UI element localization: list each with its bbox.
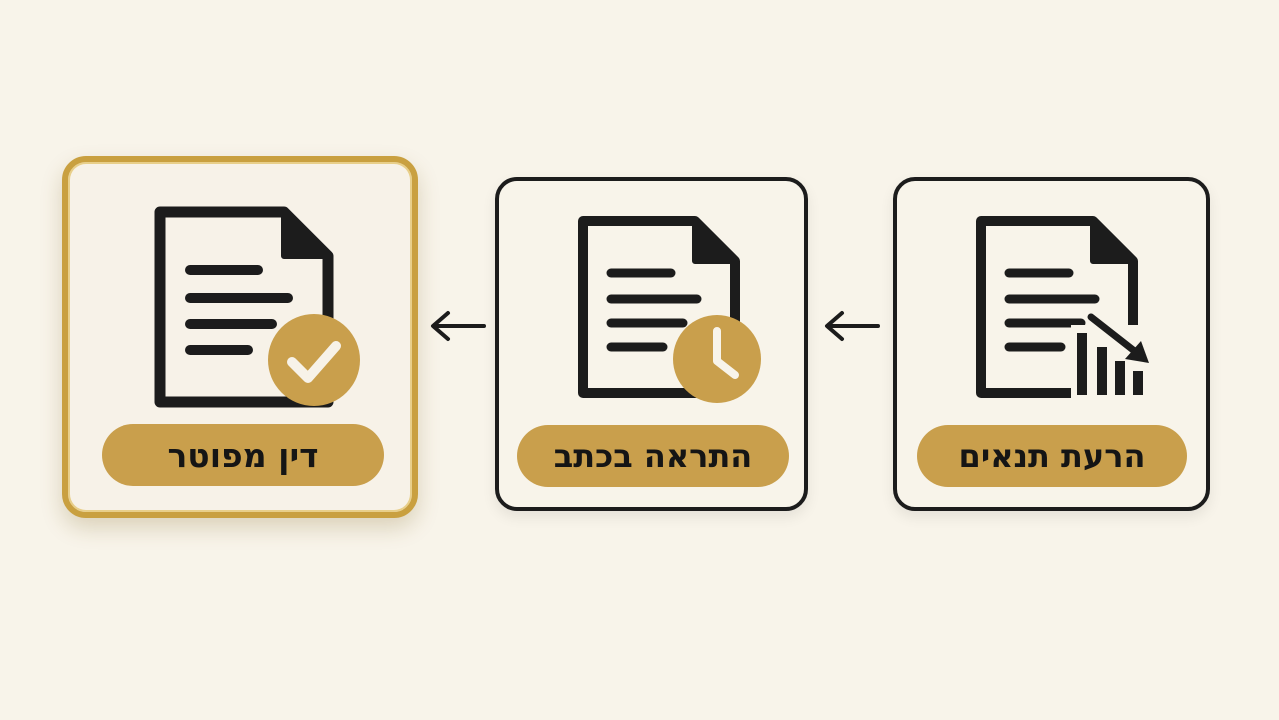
- document-checkmark-icon: [154, 206, 360, 408]
- step-label: דין מפוטר: [102, 424, 384, 486]
- step-card-written-notice: התראה בכתב: [495, 177, 808, 511]
- step-card-worsened-conditions: הרעת תנאים: [893, 177, 1210, 511]
- step-label: התראה בכתב: [517, 425, 789, 487]
- step-card-deemed-dismissed: דין מפוטר: [62, 156, 418, 518]
- document-declining-chart-icon: [976, 216, 1149, 401]
- arrow-left-icon: [825, 311, 880, 341]
- arrow-left-icon: [431, 311, 486, 341]
- document-clock-icon: [578, 216, 761, 403]
- step-label: הרעת תנאים: [917, 425, 1187, 487]
